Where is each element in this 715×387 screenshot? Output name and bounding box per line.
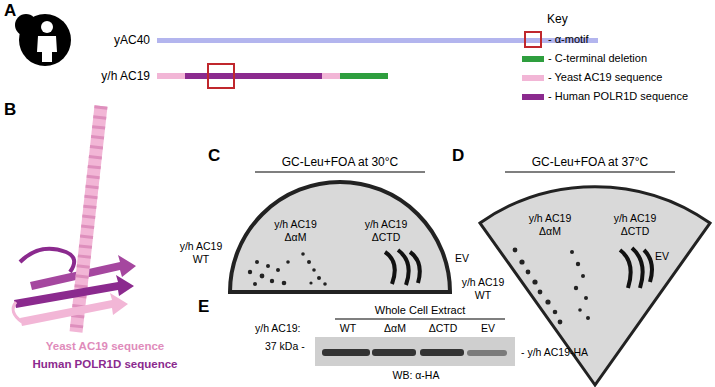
- legend-swatch: [522, 75, 544, 81]
- blot-title: Whole Cell Extract: [360, 304, 480, 317]
- yeast-plate-30: [230, 182, 450, 292]
- sequence-label: Yeast AC19 sequence: [0, 339, 210, 353]
- legend-title: Key: [547, 12, 568, 27]
- legend-swatch: [522, 56, 544, 62]
- panel-letter: E: [198, 297, 209, 318]
- strain-label: y/h AC19 WT: [178, 240, 224, 266]
- panel-letter: B: [4, 100, 16, 121]
- panel-letter: D: [452, 146, 464, 167]
- strain-label: EV: [455, 252, 469, 265]
- legend-text: - Yeast AC19 sequence: [548, 71, 662, 84]
- panel-letter: C: [208, 146, 220, 167]
- yac40-bar: [157, 38, 598, 43]
- title-rule: [335, 318, 505, 319]
- lane-label: ΔαM: [375, 322, 415, 335]
- size-marker: 37 kDa -: [265, 340, 305, 353]
- strain-label: y/h AC19 ΔCTD: [360, 218, 412, 244]
- title-rule: [255, 171, 425, 172]
- lane-label: ΔCTD: [423, 322, 463, 335]
- legend-swatch: [522, 94, 544, 100]
- construct-label: yAC40: [70, 33, 150, 48]
- legend-text: - Human POLR1D sequence: [548, 90, 688, 103]
- strain-label: y/h AC19 WT: [460, 276, 506, 302]
- lane-label: WT: [328, 322, 368, 335]
- lane-header: y/h AC19:: [255, 322, 301, 335]
- legend-text: - C-terminal deletion: [548, 52, 647, 65]
- band-label: - y/h AC19-HA: [521, 346, 588, 359]
- human-icon: [15, 14, 71, 66]
- plate-title: GC-Leu+FOA at 30°C: [250, 155, 430, 170]
- strain-label: y/h AC19 ΔαM: [268, 218, 323, 244]
- strain-label: EV: [655, 250, 669, 263]
- lane-label: EV: [468, 322, 508, 335]
- protein-cartoon: [13, 106, 136, 332]
- construct-label: y/h AC19: [70, 69, 150, 84]
- title-rule: [505, 171, 675, 172]
- western-blot: [315, 337, 515, 366]
- strain-label: y/h AC19 ΔCTD: [610, 212, 660, 238]
- ac19-construct: [157, 64, 388, 88]
- sequence-label: Human POLR1D sequence: [0, 357, 210, 371]
- panel-letter: A: [4, 1, 16, 22]
- antibody-label: WB: α-HA: [366, 369, 466, 382]
- plate-title: GC-Leu+FOA at 37°C: [500, 155, 680, 170]
- legend-box-sample: [525, 32, 541, 47]
- legend-text: - α-motif: [548, 33, 589, 46]
- strain-label: y/h AC19 ΔαM: [525, 212, 575, 238]
